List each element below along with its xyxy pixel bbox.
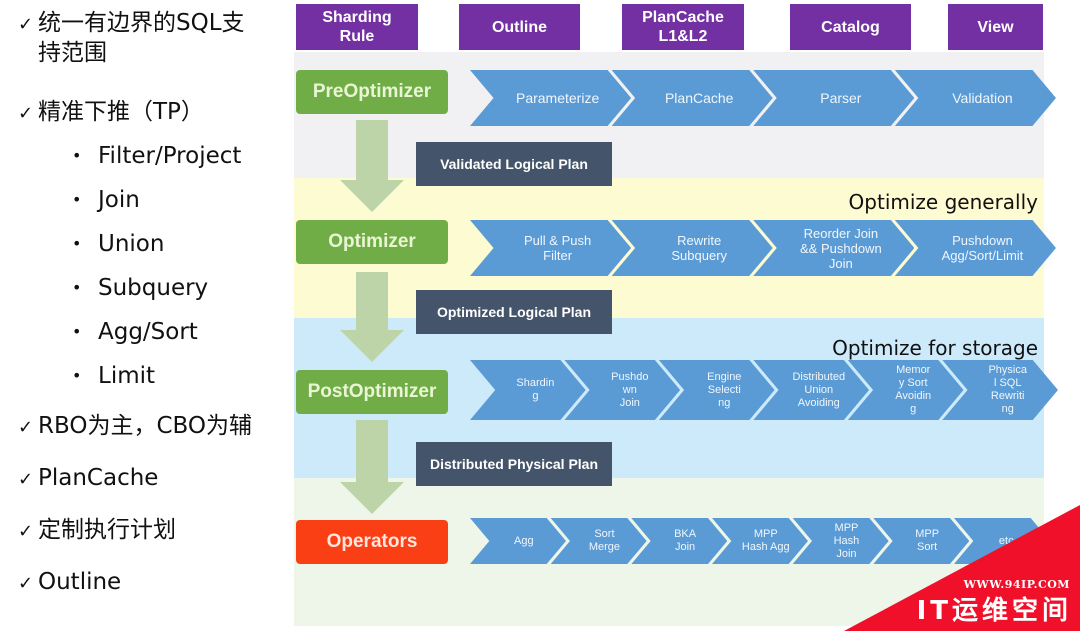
sub-item: • Join: [72, 185, 140, 215]
feature-text: 持范围: [38, 40, 107, 66]
step-chevron: PlanCache: [611, 70, 773, 126]
step-label: Pushdown Agg/Sort/Limit: [941, 233, 1024, 263]
feature-list: ✓统一有边界的SQL支持范围 ✓精准下推（TP） •Filter/Project…: [0, 0, 290, 631]
metadata-label: View: [977, 18, 1014, 36]
bullet-icon: •: [72, 146, 82, 165]
step-label: Sort Merge: [588, 528, 621, 553]
bullet-icon: •: [72, 278, 82, 297]
feature-item: ✓PlanCache: [18, 463, 158, 495]
down-arrow-icon: [340, 272, 404, 364]
sub-item: • Union: [72, 229, 164, 259]
stage-operators: Operators: [296, 520, 448, 564]
sub-item-text: Subquery: [98, 275, 209, 301]
step-label: PlanCache: [664, 90, 734, 106]
bullet-icon: •: [72, 366, 82, 385]
step-label: Shardin g: [516, 377, 555, 402]
feature-item: ✓Outline: [18, 567, 121, 599]
check-icon: ✓: [18, 469, 34, 490]
step-label: Physica l SQL Rewriti ng: [988, 364, 1027, 415]
bullet-icon: •: [72, 322, 82, 341]
metadata-box-view: View: [948, 4, 1043, 50]
step-chevron: Parser: [753, 70, 915, 126]
sub-item: • Limit: [72, 361, 155, 391]
step-label: Pull & Push Filter: [524, 233, 592, 263]
check-icon: ✓: [18, 573, 34, 594]
metadata-label: PlanCache L1&L2: [642, 9, 724, 45]
stage-optimizer: Optimizer: [296, 220, 448, 264]
step-chevron: Pushdo wn Join: [564, 360, 681, 420]
step-label: Validation: [952, 90, 1013, 106]
stage-label: PreOptimizer: [312, 81, 432, 102]
step-label: Rewrite Subquery: [671, 233, 728, 263]
step-label: Pushdo wn Join: [611, 370, 649, 409]
feature-item: ✓定制执行计划: [18, 515, 176, 547]
metadata-box-outline: Outline: [459, 4, 580, 50]
watermark-name: IT运维空间: [916, 596, 1072, 626]
feature-text: 统一有边界的SQL支: [38, 10, 245, 36]
step-label: MPP Hash Agg: [741, 528, 790, 553]
section-label-optimize-for-storage: Optimize for storage: [832, 336, 1038, 360]
distributed-physical-plan: Distributed Physical Plan: [416, 442, 612, 486]
metadata-box-sharding-rule: Sharding Rule: [296, 4, 418, 50]
feature-text: PlanCache: [38, 465, 159, 491]
stage-label: Operators: [326, 531, 418, 552]
plan-label: Validated Logical Plan: [440, 156, 588, 172]
check-icon: ✓: [18, 521, 34, 542]
optimized-logical-plan: Optimized Logical Plan: [416, 290, 612, 334]
step-label: Parameterize: [515, 90, 600, 106]
plan-label: Optimized Logical Plan: [436, 304, 592, 320]
step-label: Engine Selecti ng: [707, 370, 742, 409]
step-chevron: Parameterize: [470, 70, 632, 126]
stage-postoptimizer: PostOptimizer: [296, 370, 448, 414]
sub-item: • Subquery: [72, 273, 208, 303]
metadata-box-catalog: Catalog: [790, 4, 911, 50]
feature-item: ✓精准下推（TP）: [18, 97, 204, 129]
watermark-triangle: [844, 505, 1080, 631]
section-label-optimize-generally: Optimize generally: [848, 190, 1038, 214]
step-label: Memor y Sort Avoidin g: [895, 364, 932, 415]
step-chevron: Pull & Push Filter: [470, 220, 632, 276]
sub-item-text: Union: [98, 231, 165, 257]
check-icon: ✓: [18, 417, 34, 438]
step-chevron: Validation: [894, 70, 1056, 126]
stage-label: Optimizer: [328, 231, 416, 252]
sub-item: • Filter/Project: [72, 141, 241, 171]
step-label: Distributed Union Avoiding: [792, 370, 846, 409]
step-chevron: Pushdown Agg/Sort/Limit: [894, 220, 1056, 276]
step-label: Reorder Join && Pushdown Join: [800, 225, 882, 271]
validated-logical-plan: Validated Logical Plan: [416, 142, 612, 186]
step-chevron: Rewrite Subquery: [611, 220, 773, 276]
optimizer-pipeline-diagram: Sharding Rule Outline PlanCache L1&L2 Ca…: [294, 0, 1058, 631]
sub-item: • Agg/Sort: [72, 317, 198, 347]
feature-text: RBO为主，CBO为辅: [38, 413, 252, 439]
sub-item-text: Agg/Sort: [98, 319, 198, 345]
step-label: Agg: [513, 534, 534, 547]
metadata-label: Sharding Rule: [322, 9, 392, 45]
check-icon: ✓: [18, 14, 34, 35]
feature-text: 精准下推（TP）: [38, 99, 204, 125]
watermark: WWW.94IP.COM IT运维空间: [844, 501, 1080, 631]
metadata-label: Outline: [491, 18, 548, 36]
metadata-box-plancache: PlanCache L1&L2: [622, 4, 744, 50]
watermark-url: WWW.94IP.COM: [963, 578, 1070, 591]
step-chevron: Reorder Join && Pushdown Join: [753, 220, 915, 276]
sub-item-text: Filter/Project: [98, 143, 242, 169]
feature-item: ✓RBO为主，CBO为辅: [18, 411, 252, 443]
bullet-icon: •: [72, 234, 82, 253]
down-arrow-icon: [340, 120, 404, 212]
sub-item-text: Limit: [98, 363, 156, 389]
plan-label: Distributed Physical Plan: [429, 456, 599, 472]
down-arrow-icon: [340, 420, 404, 516]
step-label: BKA Join: [674, 528, 697, 553]
stage-label: PostOptimizer: [307, 381, 437, 402]
bullet-icon: •: [72, 190, 82, 209]
sub-item-text: Join: [98, 187, 140, 213]
metadata-label: Catalog: [821, 18, 880, 36]
feature-text: 定制执行计划: [38, 517, 176, 543]
feature-text: Outline: [38, 569, 122, 595]
feature-item: ✓统一有边界的SQL支持范围: [18, 8, 245, 68]
stage-preoptimizer: PreOptimizer: [296, 70, 448, 114]
step-label: Parser: [820, 90, 862, 106]
check-icon: ✓: [18, 103, 34, 124]
